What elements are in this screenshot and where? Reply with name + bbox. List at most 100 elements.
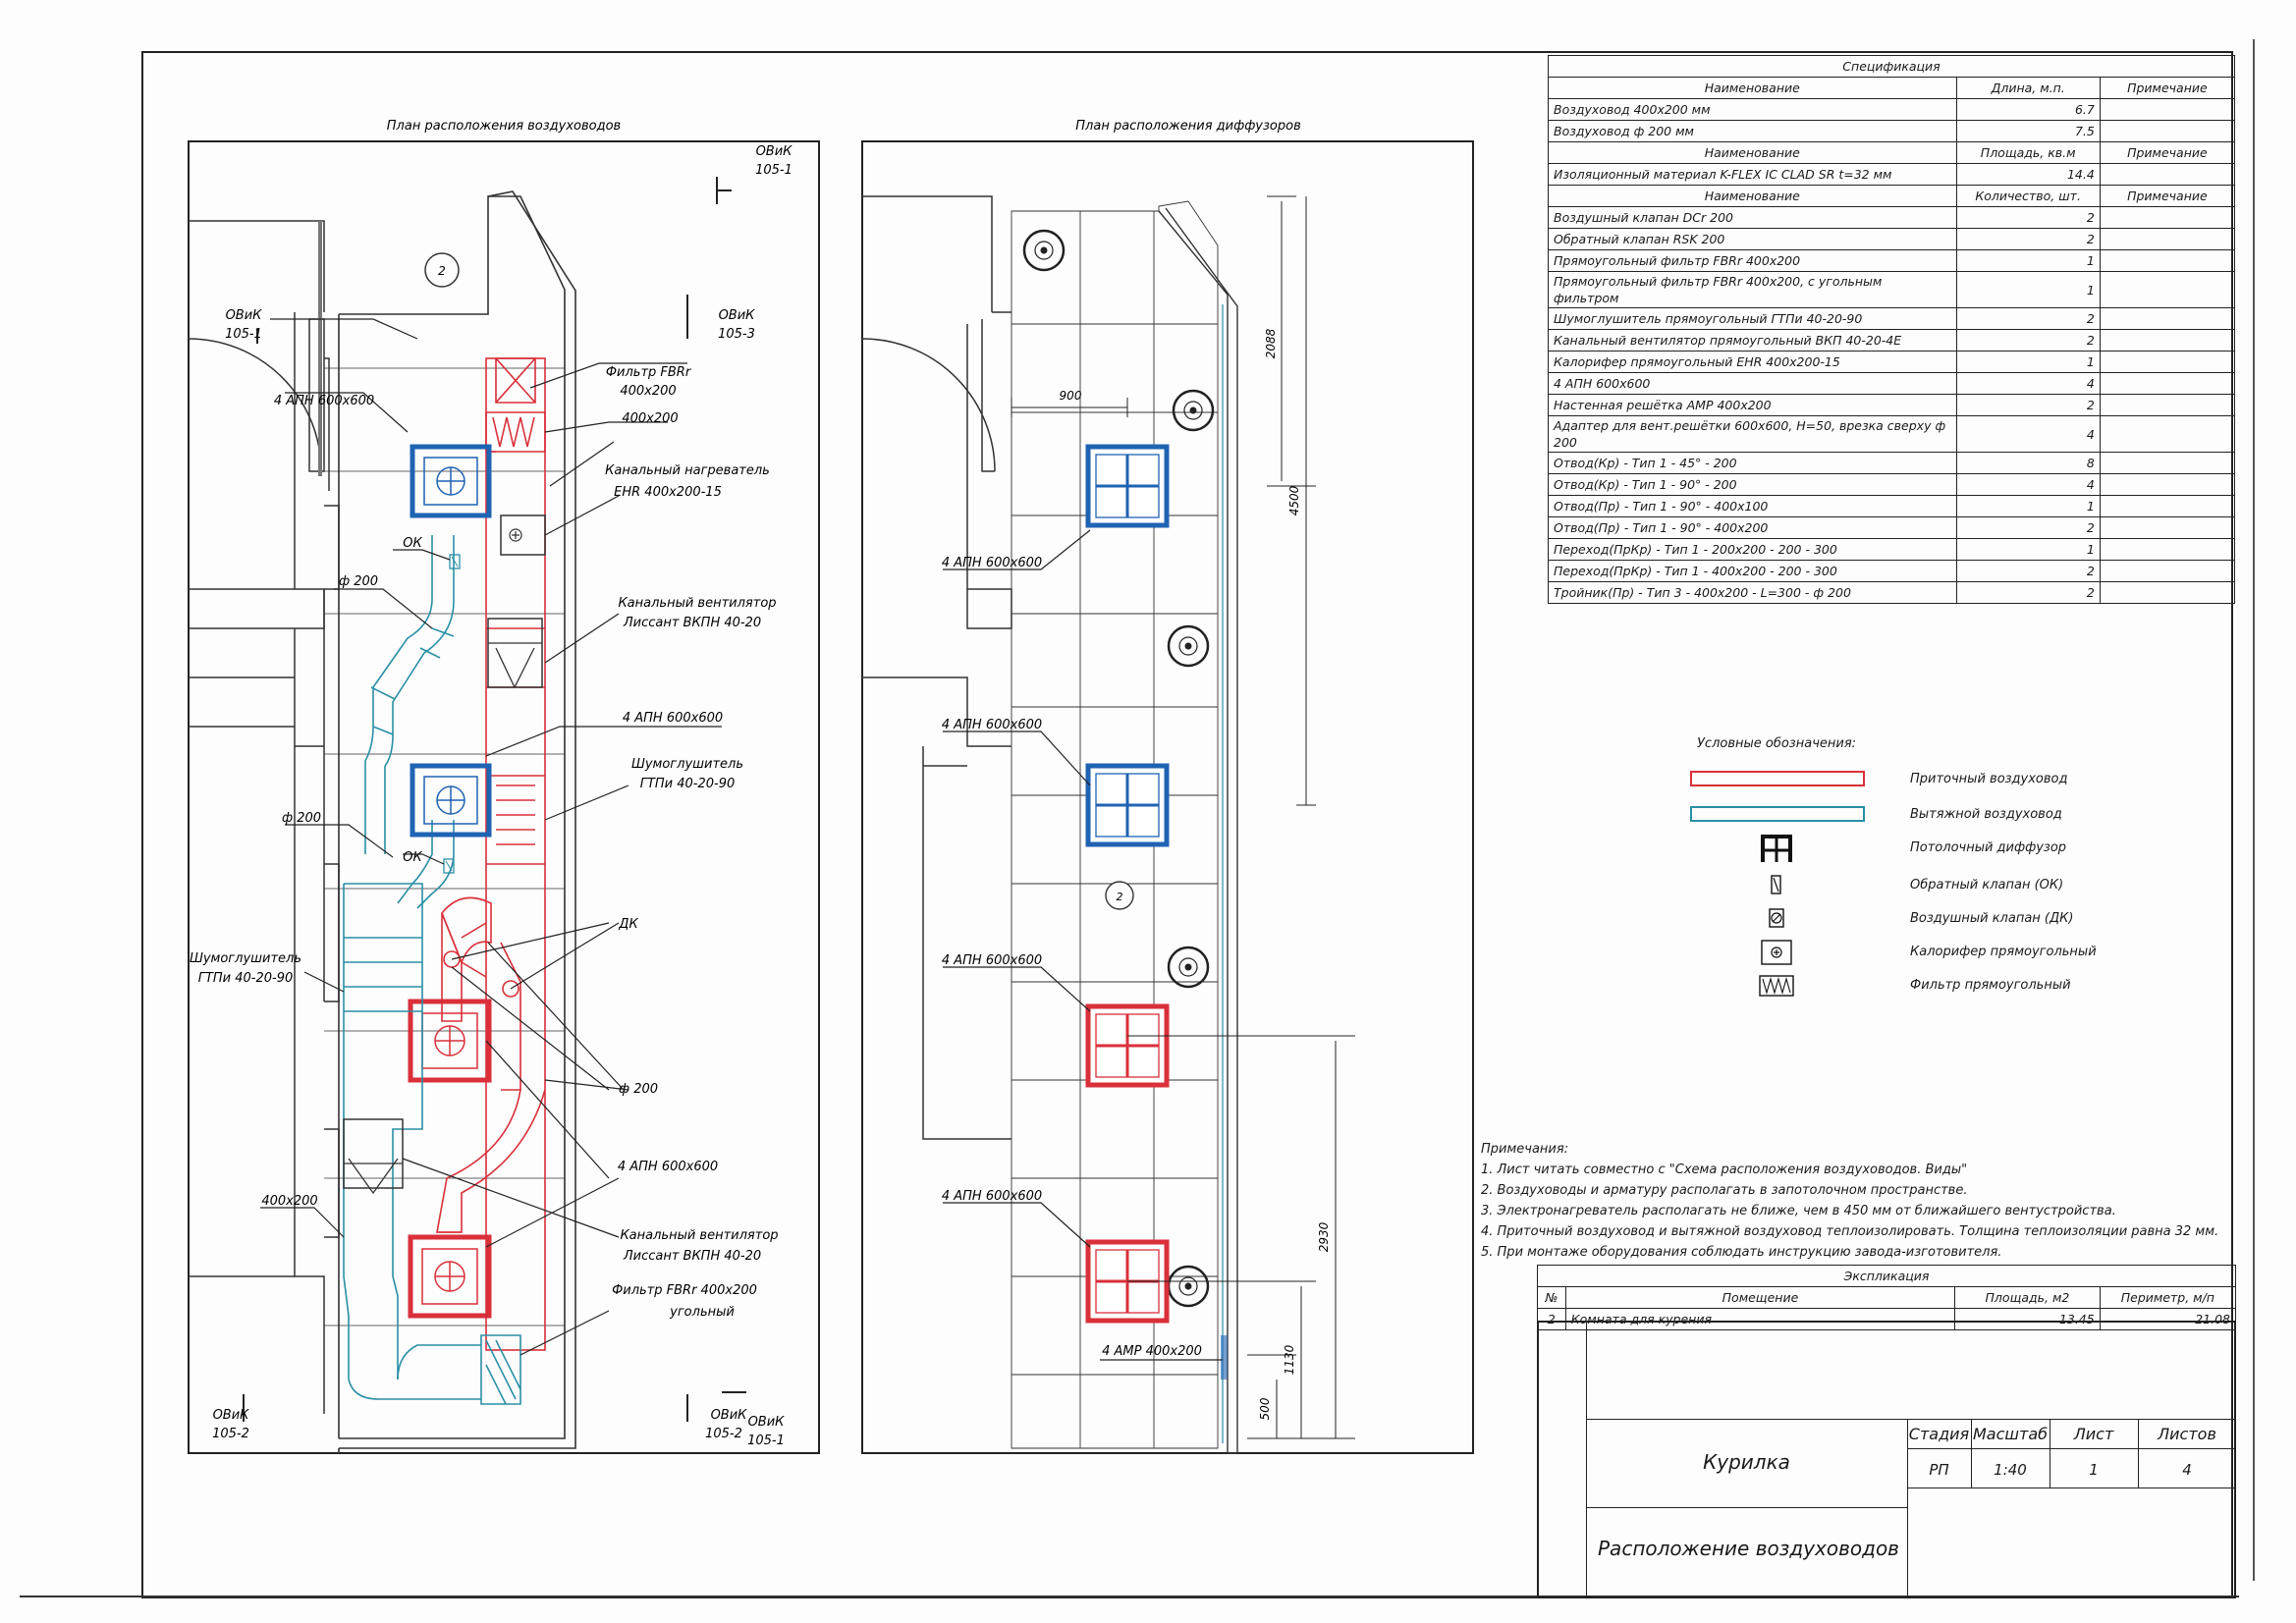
plan-diffusers-border [861,140,1474,1454]
expl-row-perimeter: 21.08 [2099,1308,2237,1330]
svg-text:ОВиК: ОВиК [748,1415,786,1430]
label-phi-1: ф 200 [339,574,378,589]
label-ok-1: ОК [403,536,422,551]
label-phi-3: ф 200 [619,1082,658,1097]
title-block: Курилка Расположение воздуховодов Стадия… [1537,1321,2236,1598]
title-scale: 1:40 [1994,1461,2027,1479]
title-block-divider-h2 [1586,1507,1907,1508]
label-apn-right-3: 4 АПН 600x600 [942,953,1042,968]
room-tag-circle-left [424,252,460,288]
dim-2930: 2930 [1317,1221,1331,1252]
exhaust-duct-run [343,535,521,1405]
legend-item-damper: Воздушный клапан (ДК) [1689,905,2180,933]
round-diffuser-5 [1167,1265,1210,1308]
label-apn-left-2: 4 АПН 600x600 [623,711,723,726]
plan-ducts-border [188,140,820,1454]
label-apn-right-1: 4 АПН 600x600 [942,556,1042,570]
title-sheet-name: Расположение воздуховодов [1598,1537,1899,1560]
spec-cell-name: 4 АПН 600x600 [1548,372,1957,395]
spec-cell-value: 6.7 [1955,98,2101,121]
spec-cell-name: Переход(ПрКр) - Тип 1 - 400x200 - 200 - … [1548,560,1957,582]
fan-box-bottom [343,1118,404,1195]
label-silencer-left-2: ГТПи 40-20-90 [198,971,294,986]
title-object: Курилка [1703,1450,1790,1474]
spec-header-name: Наименование [1548,141,1957,164]
spec-cell-note [2099,163,2236,186]
spec-cell-note [2099,394,2236,416]
wall-grille [1221,1335,1228,1380]
spec-cell-value: 2 [1955,560,2101,582]
spec-cell-value: 2 [1955,307,2101,330]
spec-cell-value: 1 [1955,249,2101,272]
plan-ducts: План расположения воздуховодов [188,119,820,1454]
svg-text:ОВиК: ОВиК [226,308,263,323]
spec-cell-value: 2 [1955,228,2101,250]
spec-header-name: Наименование [1548,77,1957,99]
room-tag-left: 2 [438,264,446,278]
expl-row-room: Комната для курения [1564,1308,1956,1330]
spec-cell-value: 1 [1955,495,2101,517]
spec-cell-note [2099,516,2236,539]
spec-cell-note [2099,228,2236,250]
dim-1130: 1130 [1283,1344,1296,1375]
label-silencer-right-2: ГТПи 40-20-90 [640,777,736,791]
plan-ducts-left-wall [188,220,330,1414]
spec-cell-note [2099,473,2236,496]
expl-header-num: № [1537,1286,1566,1309]
title-block-divider-h3 [1907,1448,2236,1449]
drawing-frame [141,51,2233,1598]
spec-header-note: Примечание [2099,185,2236,207]
check-valve-1 [449,554,461,569]
spec-cell-name: Отвод(Пр) - Тип 1 - 90° - 400x100 [1548,495,1957,517]
title-header-sheets: Листов [2158,1425,2216,1443]
spec-cell-name: Изоляционный материал K-FLEX IC CLAD SR … [1548,163,1957,186]
spec-cell-value: 2 [1955,581,2101,604]
legend: Условные обозначения: Приточный воздухов… [1689,736,2180,1011]
spec-cell-note [2099,351,2236,373]
spec-cell-name: Переход(ПрКр) - Тип 1 - 200x200 - 200 - … [1548,538,1957,561]
svg-text:ОВиК: ОВиК [756,144,793,159]
spec-cell-value: 4 [1955,415,2101,453]
spec-cell-value: 1 [1955,271,2101,308]
svg-text:ОВиК: ОВиК [213,1408,250,1423]
spec-cell-value: 2 [1955,329,2101,352]
spec-cell-name: Канальный вентилятор прямоугольный ВКП 4… [1548,329,1957,352]
table-row: Переход(ПрКр) - Тип 1 - 200x200 - 200 - … [1548,538,2236,561]
spec-cell-note [2099,329,2236,352]
section-marker-3: ОВиК 105-1 [225,308,262,342]
title-block-divider-left [1586,1419,1587,1598]
title-block-divider-v1 [1971,1419,1972,1488]
spec-cell-note [2099,452,2236,474]
table-row: Изоляционный материал K-FLEX IC CLAD SR … [1548,163,2236,186]
spec-header-value: Количество, шт. [1955,185,2101,207]
title-stage: РП [1929,1461,1949,1479]
label-heater-2: EHR 400x200-15 [614,485,722,500]
label-silencer-left-1: Шумоглушитель [190,951,301,966]
spec-cell-note [2099,120,2236,142]
label-fan-bottom-2: Лиссант ВКПН 40-20 [623,1249,761,1264]
label-filter-bottom-1: Фильтр FBRr 400x200 [612,1283,757,1298]
spec-cell-name: Воздуховод ф 200 мм [1548,120,1957,142]
notes-title: Примечания: [1481,1142,1569,1157]
note-1: 1. Лист читать совместно с "Схема распол… [1481,1163,1968,1177]
label-fan-top-1: Канальный вентилятор [618,596,776,611]
label-fan-top-2: Лиссант ВКПН 40-20 [623,616,761,630]
spec-cell-name: Отвод(Кр) - Тип 1 - 45° - 200 [1548,452,1957,474]
label-ok-2: ОК [403,850,422,865]
label-apn-right-4: 4 АПН 600x600 [942,1189,1042,1204]
table-row: Прямоугольный фильтр FBRr 400x200, с уго… [1548,271,2236,308]
exhaust-diffuser-2 [410,763,492,838]
spec-header-note: Примечание [2099,77,2236,99]
plan-ducts-room [318,190,576,1453]
spec-cell-value: 1 [1955,538,2101,561]
label-apn-left-1: 4 АПН 600x600 [274,394,374,408]
label-filter-top-1: Фильтр FBRr [606,365,692,380]
legend-label-supply: Приточный воздуховод [1910,772,2068,786]
spec-cell-name: Калорифер прямоугольный EHR 400x200-15 [1548,351,1957,373]
spec-header-note: Примечание [2099,141,2236,164]
